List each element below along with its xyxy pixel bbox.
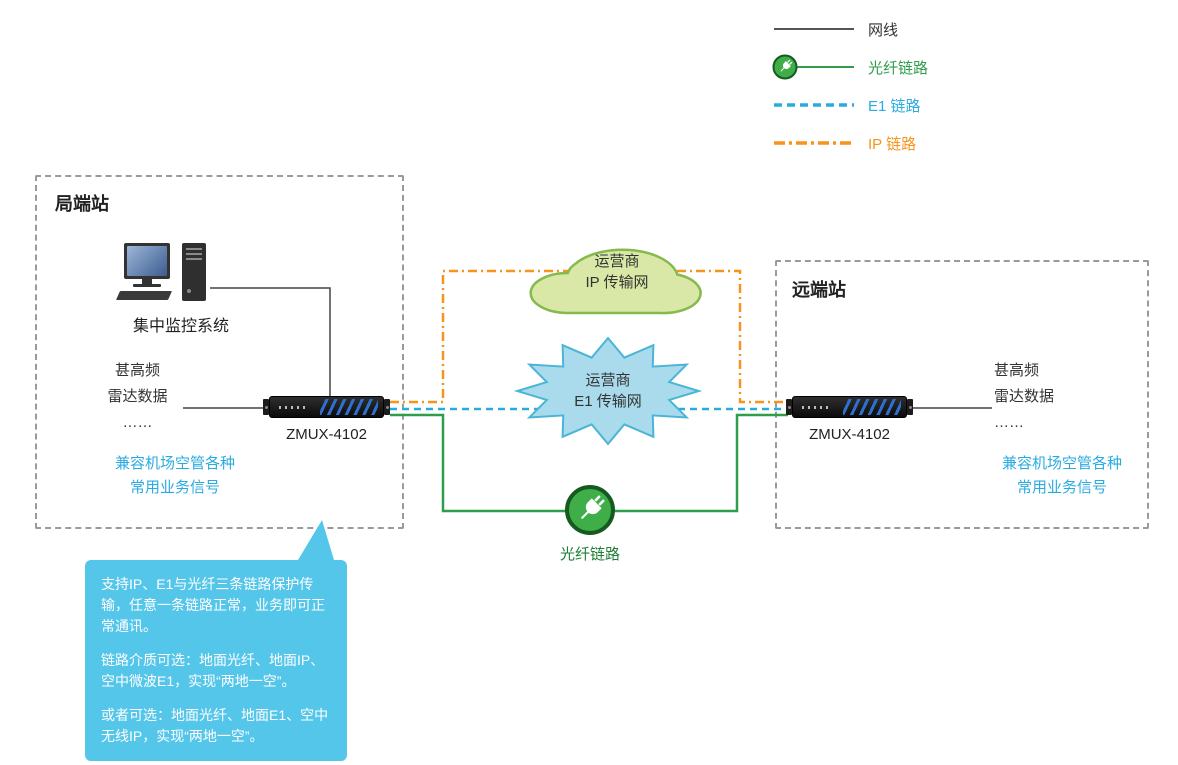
device-body — [792, 396, 907, 418]
legend-label-cable: 网线 — [868, 21, 899, 39]
signal-item: 甚高频 — [994, 362, 1040, 379]
signal-item: …… — [122, 414, 153, 431]
burst-shape — [513, 335, 703, 447]
left-station-note: 兼容机场空管各种 常用业务信号 — [68, 452, 282, 500]
feature-callout: 支持IP、E1与光纤三条链路保护传输，任意一条链路正常，业务即可正常通讯。 链路… — [85, 520, 347, 761]
e1-burst-label: 运营商 E1 传输网 — [513, 335, 703, 447]
right-station-title: 远端站 — [792, 280, 846, 300]
note-line: 兼容机场空管各种 — [114, 455, 235, 472]
zmux-device-left — [263, 396, 390, 418]
burst-label-line: E1 传输网 — [574, 393, 642, 410]
computer-label: 集中监控系统 — [132, 318, 229, 335]
legend-label-ip: IP 链路 — [868, 135, 917, 153]
device-body — [269, 396, 384, 418]
ip-link-line — [390, 269, 788, 404]
signal-item: 雷达数据 — [994, 388, 1055, 405]
burst-label-line: 运营商 — [585, 372, 631, 389]
left-station-box — [35, 175, 404, 529]
legend-row-ip: IP 链路 — [772, 130, 928, 156]
signal-item: 雷达数据 — [107, 388, 168, 405]
fiber-line-sample — [772, 54, 856, 80]
legend-label-fiber: 光纤链路 — [868, 59, 929, 77]
device-stripes — [843, 399, 901, 415]
tower-icon — [182, 243, 206, 301]
legend-row-e1: E1 链路 — [772, 92, 928, 118]
cloud-label-line: IP 传输网 — [585, 274, 649, 291]
zmux-device-right — [786, 396, 913, 418]
rack-ear-right — [384, 399, 390, 415]
legend-row-cable: 网线 — [772, 16, 928, 42]
right-station-note: 兼容机场空管各种 常用业务信号 — [970, 452, 1154, 500]
note-line: 常用业务信号 — [1016, 479, 1107, 496]
e1-burst: 运营商 E1 传输网 — [513, 335, 703, 447]
monitoring-computer-icon — [115, 243, 218, 313]
cable-line-sample — [772, 16, 856, 42]
computer-to-device-cable — [210, 287, 331, 396]
keyboard-icon — [115, 291, 173, 300]
fiber-plug-icon — [565, 485, 615, 535]
ip-cloud: 运营商 IP 传输网 — [527, 229, 707, 315]
callout-pointer — [298, 520, 334, 560]
rack-ear-left — [786, 399, 792, 415]
right-signal-list: 甚高频 雷达数据 …… — [994, 358, 1104, 436]
device-leds — [802, 406, 832, 409]
fiber-plug-icon — [772, 54, 798, 80]
device-stripes — [320, 399, 378, 415]
device-leds — [279, 406, 309, 409]
rack-ear-left — [263, 399, 269, 415]
cloud-shape — [527, 229, 707, 315]
legend-label-e1: E1 链路 — [868, 97, 921, 115]
legend: 网线 光纤链路 E1 链路 — [772, 16, 928, 168]
cloud-label-line: 运营商 — [594, 253, 640, 270]
left-station-title: 局端站 — [55, 194, 109, 214]
monitor-screen — [127, 246, 167, 276]
right-device-label: ZMUX-4102 — [809, 426, 890, 443]
note-line: 兼容机场空管各种 — [1001, 455, 1122, 472]
legend-row-fiber: 光纤链路 — [772, 54, 928, 80]
ip-line-sample — [772, 130, 856, 156]
monitor-base — [133, 284, 161, 287]
monitor-icon — [124, 243, 170, 279]
right-station-box — [775, 260, 1149, 529]
callout-paragraph: 链路介质可选：地面光纤、地面IP、空中微波E1，实现“两地一空”。 — [101, 652, 325, 689]
left-signal-list: 甚高频 雷达数据 …… — [90, 358, 185, 436]
ip-cloud-label: 运营商 IP 传输网 — [527, 229, 707, 315]
callout-paragraph: 支持IP、E1与光纤三条链路保护传输，任意一条链路正常，业务即可正常通讯。 — [101, 576, 325, 634]
monitor-stand — [142, 279, 152, 284]
e1-line-sample — [772, 92, 856, 118]
left-device-label: ZMUX-4102 — [286, 426, 367, 443]
fiber-link-label: 光纤链路 — [559, 546, 620, 563]
signal-item: 甚高频 — [114, 362, 160, 379]
callout-paragraph: 或者可选：地面光纤、地面E1、空中无线IP，实现“两地一空”。 — [101, 707, 329, 744]
signal-item: …… — [994, 414, 1024, 431]
rack-ear-right — [907, 399, 913, 415]
note-line: 常用业务信号 — [129, 479, 220, 496]
